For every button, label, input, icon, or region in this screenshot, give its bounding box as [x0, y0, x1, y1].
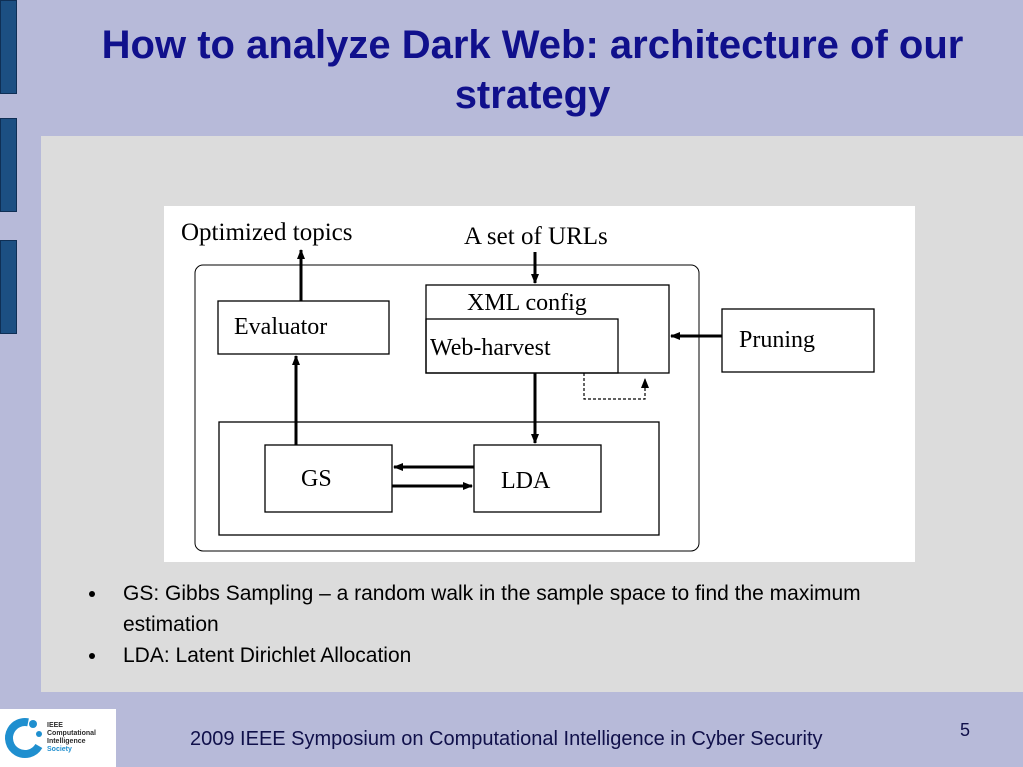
label-set-of-urls: A set of URLs [464, 223, 608, 250]
evaluator-box [217, 300, 390, 355]
pruning-box [721, 308, 875, 373]
footer-conference: 2009 IEEE Symposium on Computational Int… [190, 728, 823, 750]
lda-box [473, 444, 602, 513]
side-tab-1 [0, 0, 17, 94]
model-group-box [218, 421, 660, 536]
side-tab-2 [0, 118, 17, 212]
label-evaluator: Evaluator [234, 314, 327, 340]
logo-wordmark: IEEE Computational Intelligence Society [47, 722, 96, 754]
gs-box [264, 444, 393, 513]
bullet-icon [89, 653, 95, 659]
logo-text-main: IEEE Computational Intelligence [47, 722, 96, 745]
architecture-diagram-svg: Optimized topics A set of URLs Evaluator… [181, 219, 875, 552]
architecture-diagram: Optimized topics A set of URLs Evaluator… [164, 206, 915, 562]
bullet-lda: LDA: Latent Dirichlet Allocation [88, 640, 938, 671]
label-gs: GS [301, 466, 332, 492]
label-web-harvest: Web-harvest [430, 335, 551, 361]
dashed-feedback-loop [583, 373, 649, 400]
web-harvest-box [425, 318, 619, 374]
bullet-list: GS: Gibbs Sampling – a random walk in th… [88, 578, 938, 671]
outer-system-box [194, 264, 700, 552]
label-pruning: Pruning [739, 327, 815, 353]
label-xml-config: XML config [467, 290, 587, 316]
side-tab-3 [0, 240, 17, 334]
bullet-gs: GS: Gibbs Sampling – a random walk in th… [88, 578, 938, 640]
label-lda: LDA [501, 468, 551, 494]
page-number: 5 [960, 720, 971, 740]
label-optimized-topics: Optimized topics [181, 219, 353, 246]
bullet-gs-text: GS: Gibbs Sampling – a random walk in th… [123, 582, 861, 636]
slide-title: How to analyze Dark Web: architecture of… [101, 23, 964, 117]
ieee-cis-logo-icon [5, 718, 45, 758]
bullet-icon [89, 591, 95, 597]
logo-text-society: Society [47, 746, 72, 753]
ieee-cis-logo: IEEE Computational Intelligence Society [0, 709, 116, 767]
bullet-lda-text: LDA: Latent Dirichlet Allocation [123, 644, 412, 667]
